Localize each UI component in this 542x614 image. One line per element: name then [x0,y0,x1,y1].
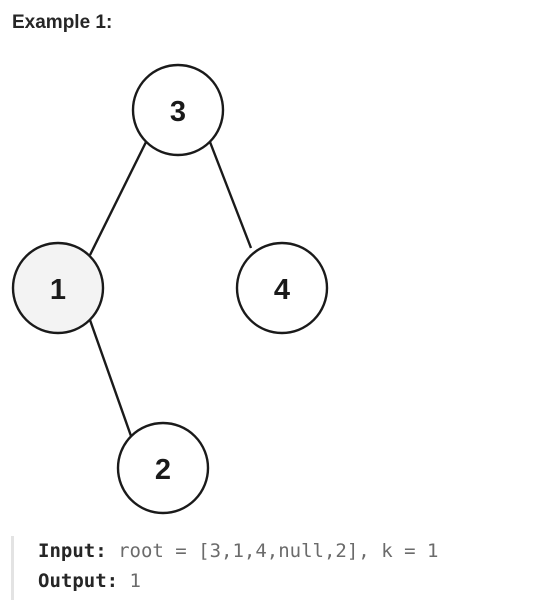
tree-node-2: 2 [116,421,210,515]
input-label: Input: [38,540,107,562]
tree-node-label: 3 [170,96,186,128]
edge-1-2 [88,319,133,437]
tree-node-4: 4 [235,241,329,335]
output-value: 1 [129,570,141,592]
tree-node-3: 3 [131,63,225,157]
input-line: Input: root = [3,1,4,null,2], k = 1 [38,536,531,566]
example-code-block: Input: root = [3,1,4,null,2], k = 1 Outp… [11,536,531,600]
input-value: root = [3,1,4,null,2], k = 1 [118,540,439,562]
output-line: Output: 1 [38,566,531,596]
output-label: Output: [38,570,119,592]
binary-tree-diagram: 3 1 4 2 [11,63,329,515]
edge-3-4 [208,141,253,249]
tree-node-label: 4 [274,274,290,306]
tree-node-label: 1 [50,274,66,306]
tree-node-1: 1 [11,241,105,335]
edge-3-1 [88,141,148,256]
tree-node-label: 2 [155,454,171,486]
example-heading: Example 1: [12,12,113,33]
